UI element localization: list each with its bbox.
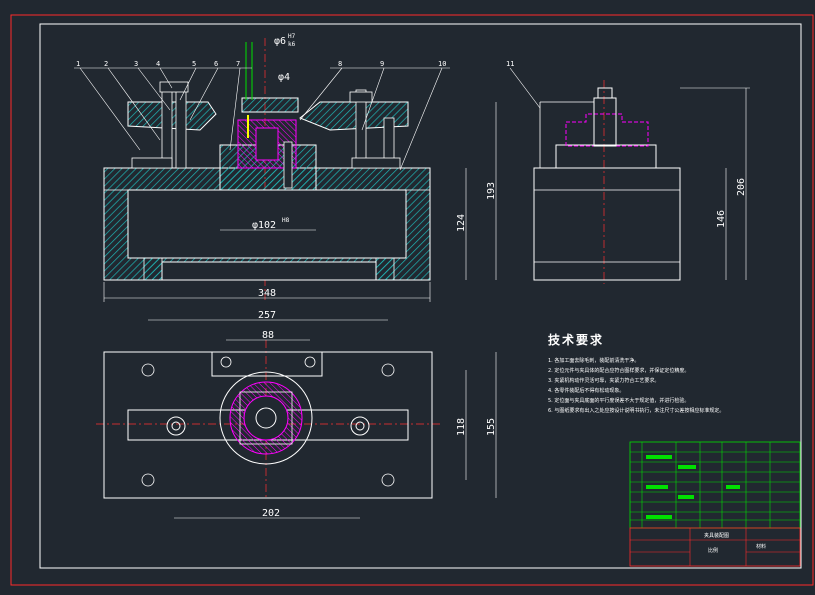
dim-plan-202: 202	[262, 508, 280, 519]
dim-bore-fit: H8	[282, 217, 290, 224]
dim-pin-dia: φ4	[278, 72, 290, 83]
leader-label: 6	[214, 60, 218, 68]
inner-frame	[39, 23, 802, 569]
tech-req-item: 6. 与图纸要求有出入之处应按设计说明书执行，未注尺寸公差按相应标准规定。	[548, 407, 724, 414]
dim-top-fit-tol: H7	[288, 33, 296, 40]
title-block-material: 材料	[756, 543, 766, 550]
leader-label: 10	[438, 60, 446, 68]
dim-plan-257: 257	[258, 310, 276, 321]
title-block-scale: 比例	[708, 547, 718, 554]
dim-front-width: 348	[258, 288, 276, 299]
tech-req-item: 5. 定位面与夹具底面的平行度误差不大于规定值，并进行检验。	[548, 397, 689, 404]
leader-label: 2	[104, 60, 108, 68]
dim-front-height-body: 124	[456, 214, 467, 232]
front-view: 1 2 3 4 5 6 7 8 9 10 φ6 H7 k6 φ4 φ102 H8…	[74, 33, 497, 302]
dim-side-height-total: 206	[736, 178, 747, 196]
dim-plan-88: 88	[262, 330, 274, 341]
dim-top-fit-tol2: k6	[288, 41, 296, 48]
dim-bore-dia: φ102	[252, 220, 276, 231]
title-block: 夹具装配图 比例 材料	[629, 527, 801, 567]
parts-list	[629, 441, 801, 529]
dim-front-height-total: 193	[486, 182, 497, 200]
leader-label: 7	[236, 60, 240, 68]
leader-label: 3	[134, 60, 138, 68]
side-view: 11 146 206	[506, 60, 750, 284]
technical-requirements: 技术要求 1. 各加工面去除毛刺，装配前清洗干净。 2. 定位元件与夹具体的配合…	[548, 332, 724, 414]
title-block-name: 夹具装配图	[704, 532, 729, 539]
tech-req-item: 3. 夹紧机构动作灵活可靠，夹紧力符合工艺要求。	[548, 377, 659, 384]
tech-req-title: 技术要求	[548, 332, 604, 347]
leader-label: 1	[76, 60, 80, 68]
tech-req-item: 1. 各加工面去除毛刺，装配前清洗干净。	[548, 357, 639, 364]
tech-req-item: 2. 定位元件与夹具体的配合应符合图样要求，并保证定位精度。	[548, 367, 689, 374]
dim-plan-155: 155	[486, 418, 497, 436]
dim-side-height-body: 146	[716, 210, 727, 228]
plan-view: 257 88 202 118 155	[96, 310, 497, 519]
tech-req-item: 4. 各零件装配后不得有松动现象。	[548, 387, 624, 394]
dim-plan-118: 118	[456, 418, 467, 436]
leader-label: 9	[380, 60, 384, 68]
outer-frame	[10, 14, 814, 586]
leader-label: 5	[192, 60, 196, 68]
dim-top-fit-dia: φ6	[274, 36, 286, 47]
leader-label: 11	[506, 60, 514, 68]
leader-label: 4	[156, 60, 160, 68]
leader-label: 8	[338, 60, 342, 68]
